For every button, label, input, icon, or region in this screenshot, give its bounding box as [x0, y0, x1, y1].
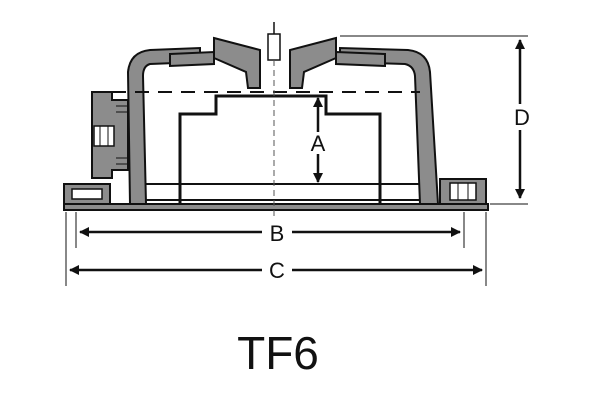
- left-side-bracket: [91, 91, 129, 179]
- dimension-d: D: [340, 35, 533, 205]
- base-plate: [63, 203, 489, 211]
- dimension-c: C: [65, 212, 487, 286]
- dimension-c-label: C: [269, 258, 285, 283]
- model-name-label: TF6: [237, 327, 319, 379]
- right-foot-block: [439, 178, 487, 205]
- inner-stepped-bore: [146, 94, 420, 204]
- dimension-a: A: [308, 97, 328, 183]
- dimension-b: B: [75, 212, 465, 248]
- outer-housing-shell: [126, 46, 440, 205]
- dimension-b-label: B: [270, 221, 285, 246]
- top-valve-seat: [169, 22, 386, 89]
- dimension-d-label: D: [514, 105, 530, 130]
- left-foot-block: [63, 183, 111, 205]
- dimension-a-label: A: [311, 131, 326, 156]
